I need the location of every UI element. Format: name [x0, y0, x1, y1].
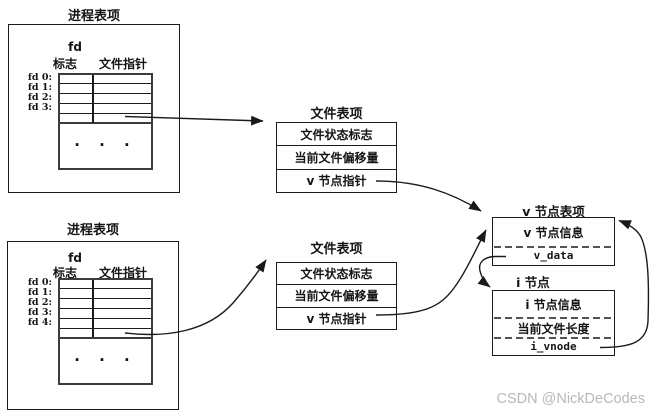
file-pointer-column-header: 文件指针: [98, 57, 147, 71]
fd-grid-row-line: [60, 288, 151, 289]
fd-row-label: fd 1:: [27, 287, 52, 298]
watermark: CSDN @NickDeCodes: [496, 391, 645, 407]
file-status-flags-row: 文件状态标志: [300, 267, 373, 282]
fd-grid-row-line: [60, 103, 151, 104]
fd-row-label: fd 4:: [27, 317, 52, 328]
vnode-info-row: v 节点信息: [523, 226, 584, 240]
current-file-length-row: 当前文件长度: [517, 321, 590, 336]
vnode-pointer-row: v 节点指针: [277, 168, 396, 192]
fd-grid-column-divider: [92, 75, 94, 123]
fd-grid-row-line: [60, 83, 151, 84]
fd-row-label: fd 2:: [27, 92, 52, 103]
fd-grid-row-line: [60, 113, 151, 114]
fd-row-label: fd 1:: [27, 82, 52, 93]
fd-grid-column-divider: [92, 280, 94, 337]
fd-grid-block-bottom-line: [60, 122, 151, 124]
process-table-2-title: 进程表项: [66, 223, 119, 238]
vnode-table-box: v 节点信息 v_data: [492, 217, 615, 266]
file-table-2-box: 文件状态标志 当前文件偏移量 v 节点指针: [276, 262, 397, 330]
fd-grid-row-line: [60, 328, 151, 329]
flags-column-header: 标志: [52, 266, 77, 280]
fd-row-label: fd 0:: [27, 72, 52, 83]
flags-column-header: 标志: [52, 57, 77, 71]
vnode-pointer-row: v 节点指针: [277, 306, 396, 329]
file-status-flags-row: 文件状态标志: [300, 127, 373, 142]
fd-grid-row-line: [60, 318, 151, 319]
ellipsis: · · ·: [74, 136, 137, 154]
file-table-1-title: 文件表项: [310, 107, 363, 122]
inode-box: i 节点信息 当前文件长度 i_vnode: [492, 290, 615, 356]
fd-row-label: fd 2:: [27, 297, 52, 308]
inode-info-row: i 节点信息: [525, 298, 582, 312]
fd-column-header: fd: [68, 251, 82, 265]
process-table-1-title: 进程表项: [67, 9, 120, 24]
fd-grid-block-bottom-line: [60, 337, 151, 339]
fd-row-label: fd 3:: [27, 307, 52, 318]
fd-row-label: fd 3:: [27, 102, 52, 113]
current-file-offset-row: 当前文件偏移量: [277, 145, 396, 168]
ivnode-row: i_vnode: [530, 339, 577, 353]
ellipsis: · · ·: [74, 351, 137, 369]
file-table-2-title: 文件表项: [310, 242, 363, 257]
fd-grid-row-line: [60, 308, 151, 309]
vnode-table-title: v 节点表项: [522, 204, 585, 219]
vdata-row: v_data: [533, 249, 574, 262]
fd-grid-row-line: [60, 93, 151, 94]
file-table-1-box: 文件状态标志 当前文件偏移量 v 节点指针: [276, 122, 397, 193]
current-file-offset-row: 当前文件偏移量: [277, 284, 396, 306]
fd-column-header: fd: [68, 40, 82, 54]
inode-title: i 节点: [516, 275, 550, 290]
fd-row-label: fd 0:: [27, 277, 52, 288]
fd-grid-row-line: [60, 298, 151, 299]
